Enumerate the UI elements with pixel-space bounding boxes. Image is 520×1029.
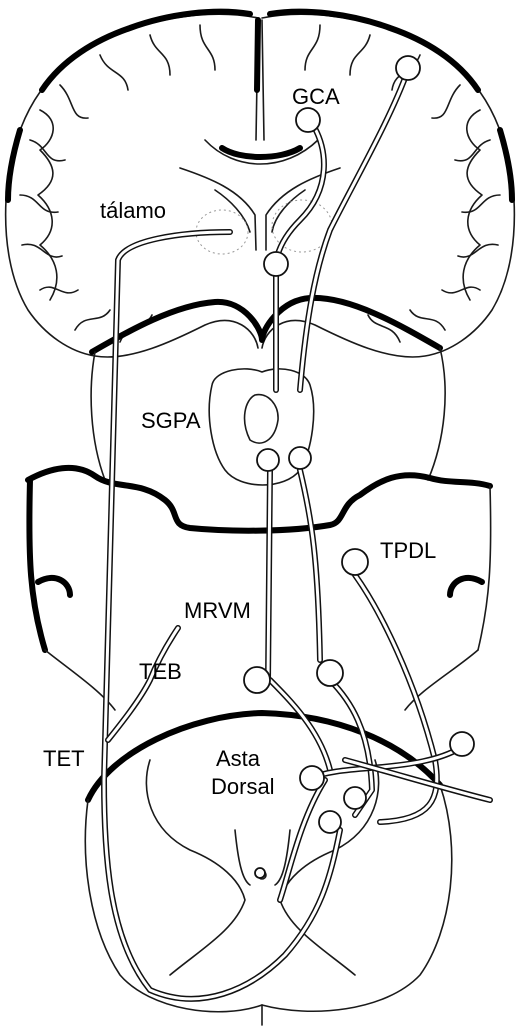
- label-dorsal: Dorsal: [211, 774, 275, 799]
- neuron-center: [254, 867, 266, 879]
- neuron-tpdl: [341, 548, 369, 576]
- midbrain-section: [89, 294, 446, 486]
- label-tet: TET: [43, 746, 85, 771]
- brain-section: [4, 8, 516, 358]
- labels: GCA tálamo SGPA TPDL MRVM TEB TET Asta D…: [43, 84, 436, 799]
- label-mrvm: MRVM: [184, 598, 251, 623]
- neuron-cortex-a: [395, 55, 421, 81]
- neuron-cortex-gca: [295, 107, 321, 133]
- label-teb: TEB: [139, 659, 182, 684]
- neuron-dorsal-horn-a: [299, 765, 325, 791]
- neuron-dorsal-horn-b: [343, 786, 367, 810]
- label-gca: GCA: [292, 84, 340, 109]
- ascending-tracts: [101, 67, 493, 1002]
- label-talamo: tálamo: [100, 198, 166, 223]
- neuron-somas: [243, 55, 475, 879]
- neuron-sgpa-left: [256, 448, 280, 472]
- spinal-cord-section: [84, 710, 453, 1026]
- label-sgpa: SGPA: [141, 408, 201, 433]
- neuron-drg: [449, 731, 475, 757]
- neuron-mrvm-right: [316, 659, 344, 687]
- neuron-mrvm-left: [243, 666, 271, 694]
- medulla-section: [25, 464, 493, 711]
- label-asta: Asta: [216, 746, 261, 771]
- neuron-thalamus: [263, 251, 289, 277]
- label-tpdl: TPDL: [380, 538, 436, 563]
- neuron-sgpa-right: [288, 446, 312, 470]
- neuron-dorsal-horn-c: [318, 810, 342, 834]
